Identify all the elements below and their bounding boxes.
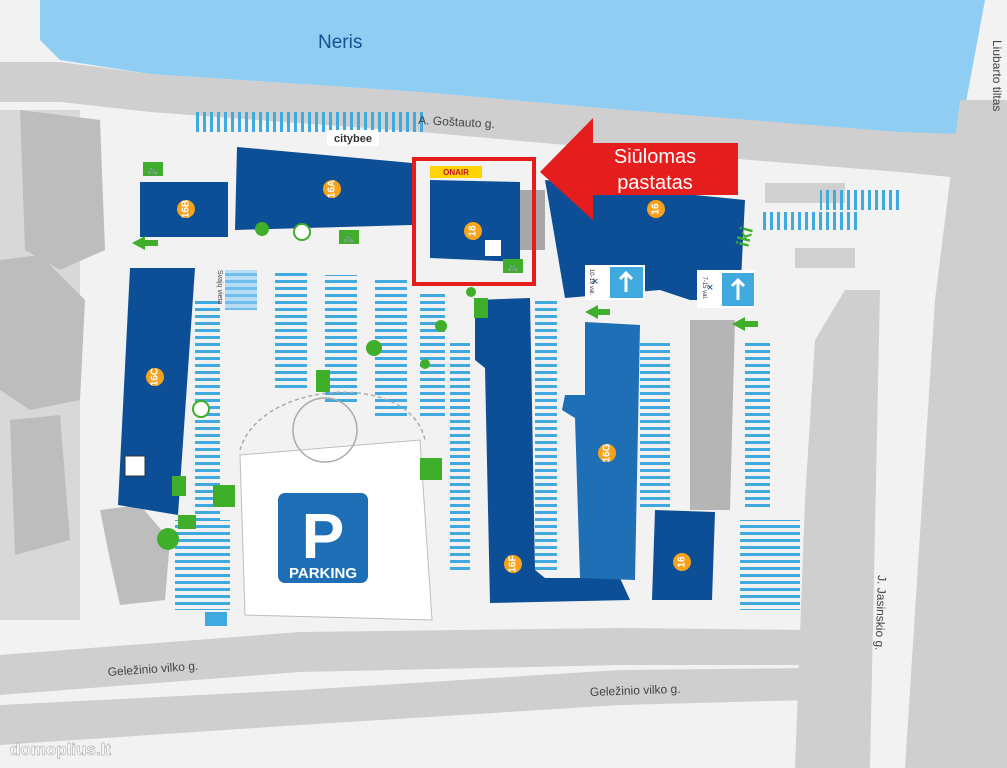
parking-stripes-left-bottom (175, 520, 230, 610)
svg-text:✕: ✕ (591, 276, 599, 286)
tree-icon-4 (420, 359, 430, 369)
cafe-sign-1: ✕ 10-19 val. (585, 265, 645, 300)
parking-stripes-lot-11 (740, 520, 800, 610)
parking-stripes-right-v (820, 190, 900, 210)
street-gostauto: A. Goštauto g. (418, 113, 495, 131)
parking-stripes-lot-2 (275, 270, 307, 390)
bus-stop-icon (205, 612, 227, 626)
watermark: domoplius.lt (10, 740, 111, 759)
onair-logo: ONAIR (430, 166, 482, 178)
parking-stripes-lot-7 (450, 340, 470, 570)
cafe-sign-2: ✕ 7-15 val. (697, 270, 755, 308)
gray-building-left-3 (10, 415, 70, 555)
svg-text:18: 18 (468, 225, 479, 237)
gray-building-top-right-2 (795, 248, 855, 268)
badge-18: 18 (464, 222, 482, 240)
road-gelezinio-2 (0, 668, 812, 745)
badge-16g: 16G (598, 443, 616, 462)
svg-text:16F: 16F (508, 555, 519, 572)
parking-stripes-top (195, 112, 425, 132)
bike-icon-1: 🚲 (143, 162, 163, 176)
badge-16c: 16C (146, 368, 164, 386)
parking-stripes-lot-3 (325, 275, 357, 405)
highlight-box (412, 157, 536, 286)
hours-label-2: 7-15 val. (701, 276, 707, 299)
info-icon-2 (192, 400, 210, 418)
svg-text:✕: ✕ (706, 282, 714, 292)
charging-icon (255, 222, 269, 236)
parking-symbol: P (302, 500, 345, 572)
gray-building-left-4 (100, 505, 170, 605)
bike-icon-3: 🚲 (503, 259, 523, 273)
svg-text:🚲: 🚲 (147, 165, 159, 176)
road-liubarto (905, 100, 1007, 768)
playground-icon-2 (213, 485, 235, 507)
parking-stripes-lot-10 (745, 340, 770, 510)
parking-stripes-top-right (760, 212, 860, 230)
svg-text:ONAIR: ONAIR (443, 168, 469, 177)
bike-icon-4 (474, 298, 488, 318)
motorbike-icon (316, 370, 330, 392)
tree-icon-2 (435, 320, 447, 332)
parking-stripes-lot-9 (640, 340, 670, 510)
building-16c (118, 268, 195, 515)
svg-text:16C: 16C (150, 368, 161, 386)
building-18 (430, 180, 520, 262)
bike-icon-5 (172, 476, 186, 496)
svg-text:🚲: 🚲 (507, 262, 519, 273)
svg-text:16: 16 (651, 203, 662, 215)
parking-stripes-lot-blue (225, 270, 257, 310)
green-arrow-left-3 (732, 317, 758, 331)
parking-stripes-lot-5 (420, 290, 445, 420)
parking-ramp (239, 391, 426, 451)
tree-icon-1 (466, 287, 476, 297)
road-gelezinio-1 (0, 628, 812, 695)
street-gelezinio-2: Geležinio vilko g. (590, 682, 681, 699)
street-gelezinio-1: Geležinio vilko g. (107, 659, 198, 679)
street-jasinskio: J. Jasinskio g. (872, 575, 889, 651)
tree-icon-3 (366, 340, 382, 356)
parking-entrance-icon (485, 240, 501, 256)
river-label: Neris (318, 32, 362, 53)
building-16f (475, 298, 630, 603)
river-neris (40, 0, 985, 134)
hours-label-1: 10-19 val. (588, 269, 594, 296)
parking-sign: P PARKING (275, 490, 371, 586)
svg-text:16B: 16B (181, 200, 192, 218)
green-arrow-left-2 (585, 305, 610, 319)
street-inner: Svajų vieta (216, 270, 223, 304)
badge-16: 16 (647, 200, 665, 218)
callout-line-2: pastatas (617, 172, 693, 194)
badge-16b: 16B (177, 200, 195, 218)
svg-text:citybee: citybee (334, 133, 372, 145)
parking-label: PARKING (289, 565, 357, 582)
badge-16a: 16A (323, 180, 341, 198)
gray-building-left-1 (20, 110, 105, 270)
gray-building-left-2 (0, 255, 85, 410)
street-liubarto: Liubarto tiltas (990, 40, 1004, 111)
recycle-icon (157, 515, 196, 550)
svg-text:16: 16 (677, 556, 688, 568)
badge-16d: 16 (673, 553, 691, 571)
svg-text:16A: 16A (327, 180, 338, 198)
gray-building-right (690, 320, 735, 510)
road-jasinskio (795, 290, 880, 768)
playground-icon-1 (420, 458, 442, 480)
callout-arrow: Siūlomas pastatas (540, 118, 738, 220)
citybee-logo: citybee (327, 130, 379, 146)
svg-text:🚲: 🚲 (343, 233, 355, 244)
bike-icon-2: 🚲 (339, 230, 359, 244)
green-arrow-left-1 (132, 236, 158, 250)
info-icon-1 (293, 223, 311, 241)
parking-stripes-lot-8 (535, 300, 557, 570)
badge-16f: 16F (504, 555, 522, 573)
svg-text:16G: 16G (602, 443, 613, 462)
callout-line-1: Siūlomas (614, 146, 696, 168)
parking-roundabout (292, 397, 358, 463)
people-icon (124, 455, 146, 477)
